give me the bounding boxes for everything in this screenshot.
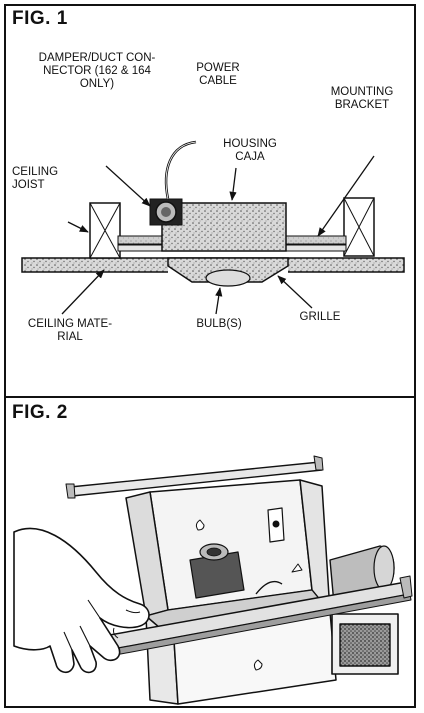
fig1-drawing (21, 140, 405, 315)
label-ceiling-joist: CEILING JOIST (12, 166, 59, 191)
label-housing-caja: HOUSING CAJA (223, 138, 277, 163)
damper-duct-connector (149, 198, 183, 226)
label-grille: GRILLE (299, 311, 341, 323)
hand-illustration (13, 527, 150, 674)
label-damper-duct-connector: DAMPER/DUCT CON- NECTOR (162 & 164 ONLY) (38, 52, 156, 90)
duct-connector (331, 613, 399, 675)
label-ceiling-material: CEILING MATE- RIAL (27, 318, 113, 343)
figure-frame (4, 4, 416, 708)
housing (161, 202, 287, 252)
fig2-drawing (13, 455, 413, 705)
ceiling-joist-right (343, 197, 375, 257)
fig1-title: FIG. 1 (12, 8, 68, 29)
bulb (205, 269, 251, 287)
ceiling-joist-left (89, 202, 121, 259)
label-power-cable: POWER CABLE (196, 62, 240, 87)
label-mounting-bracket: MOUNTING BRACKET (330, 86, 394, 111)
label-bulbs: BULB(S) (196, 318, 242, 330)
figure-divider (4, 396, 416, 398)
power-cable (164, 140, 197, 200)
lamp-socket (189, 543, 245, 599)
fig2-title: FIG. 2 (12, 402, 68, 423)
